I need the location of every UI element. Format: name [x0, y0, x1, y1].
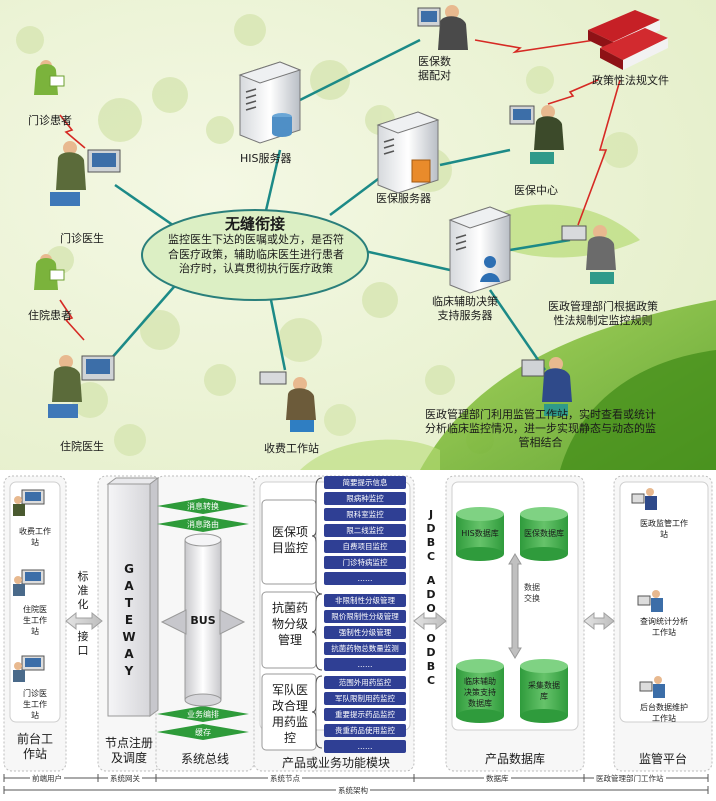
- connector-letter: D: [426, 588, 436, 601]
- diamond-message-convert: 消息转换: [187, 502, 219, 511]
- bus-label: BUS: [190, 614, 216, 627]
- connector-letter: O: [426, 632, 436, 645]
- architecture-graphic: [3, 475, 713, 794]
- label-policy-docs: 政策性法规文件: [592, 74, 669, 87]
- footer-nodes: 系统节点: [268, 773, 302, 784]
- db-insurance: 医保数据库: [524, 529, 564, 538]
- label-insurance-data-match: 医保数 据配对: [418, 55, 451, 82]
- module-item: 贵重药品使用监控: [324, 724, 406, 737]
- module-group-title: 医保项 目监控: [271, 525, 308, 555]
- label-admin-monitor: 医政管理部门利用监管工作站，实时查看或统计 分析临床监控情况，进一步实现静态与动…: [425, 408, 656, 449]
- db-exchange-label: 数据 交换: [524, 583, 540, 603]
- platform-station-icons: [631, 488, 665, 698]
- gateway-letter: Y: [124, 664, 134, 678]
- module-group-title: 抗菌药 物分级 管理: [271, 601, 308, 647]
- module-item: 强制性分级管理: [324, 626, 406, 639]
- module-item: 限价限制性分级管理: [324, 610, 406, 623]
- label-his-server: HIS服务器: [240, 152, 292, 165]
- footer-overall: 系统架构: [336, 785, 370, 796]
- platform-station-2: 查询统计分析 工作站: [640, 617, 688, 637]
- architecture-diagram: 收费工作 站 住院医 生工作 站 门诊医 生工作 站 前台工 作站 标 准 化 …: [0, 470, 716, 801]
- modules-title: 产品或业务功能模块: [281, 756, 390, 770]
- label-clinical-server: 临床辅助决策 支持服务器: [432, 295, 498, 322]
- module-item: 重要提示药品监控: [324, 708, 406, 721]
- db-clinical: 临床辅助 决策支持 数据库: [464, 677, 496, 708]
- gateway-letter: E: [124, 613, 134, 627]
- module-item: 自费项目监控: [324, 540, 406, 553]
- label-inpatient-doctor: 住院医生: [60, 440, 104, 453]
- center-title: 无缝衔接: [224, 215, 285, 233]
- connector-letter: B: [426, 536, 436, 549]
- gateway-letter: G: [124, 562, 134, 576]
- clinical-server-icon: [448, 206, 512, 294]
- module-item: 范围外用药监控: [324, 676, 406, 689]
- connector-letter: D: [426, 522, 436, 535]
- label-outpatient-doctor: 门诊医生: [60, 232, 104, 245]
- diamond-message-route: 消息路由: [187, 520, 219, 529]
- footer-frontend: 前端用户: [30, 773, 64, 784]
- module-item: 限科室监控: [324, 508, 406, 521]
- module-item: ……: [324, 740, 406, 753]
- his-server-icon: [238, 61, 302, 144]
- platform-title: 监管平台: [638, 752, 687, 766]
- gateway-letter: A: [124, 579, 134, 593]
- std-interface-char-4: 接: [77, 630, 89, 643]
- network-diagram-graphic: [0, 0, 716, 470]
- module-item: 限病种监控: [324, 492, 406, 505]
- label-billing-station: 收费工作站: [264, 442, 319, 455]
- connector-letter: D: [426, 646, 436, 659]
- db-his: HIS数据库: [461, 529, 499, 538]
- connector-letter: O: [426, 602, 436, 615]
- footer-gateway: 系统网关: [108, 773, 142, 784]
- footer-admin: 医政管理部门工作站: [594, 773, 666, 784]
- policy-books-icon: [588, 10, 668, 70]
- bus-title: 系统总线: [180, 752, 229, 766]
- frontend-station-icons: [13, 489, 45, 682]
- gateway-title: 节点注册 及调度: [104, 736, 153, 765]
- label-inpatient-patient: 住院患者: [28, 309, 72, 322]
- frontend-station-3: 门诊医 生工作 站: [23, 689, 47, 720]
- frontend-title: 前台工 作站: [16, 732, 53, 761]
- module-item: ……: [324, 658, 406, 671]
- gateway-letter: A: [124, 647, 134, 661]
- platform-station-3: 后台数据维护 工作站: [640, 703, 688, 723]
- frontend-station-2: 住院医 生工作 站: [23, 605, 47, 636]
- db-collect: 采集数据 库: [528, 681, 560, 701]
- std-interface-char-3: 化: [77, 598, 89, 611]
- module-item: ……: [324, 572, 406, 585]
- diamond-orchestration: 业务编排: [187, 710, 219, 719]
- module-item: 非限制性分级管理: [324, 594, 406, 607]
- top-illustration: 无缝衔接 监控医生下达的医嘱或处方，是否符合医疗政策，辅助临床医生进行患者治疗时…: [0, 0, 716, 470]
- std-interface-char-2: 准: [77, 584, 89, 597]
- diamond-cache: 缓存: [195, 728, 211, 737]
- connector-letter: C: [426, 550, 436, 563]
- connector-letter: A: [426, 574, 436, 587]
- insurance-server-icon: [376, 111, 440, 194]
- std-interface-char-1: 标: [77, 570, 89, 583]
- connector-letter: B: [426, 660, 436, 673]
- platform-station-1: 医政监管工作 站: [640, 519, 688, 539]
- module-item: 限二线监控: [324, 524, 406, 537]
- module-item: 门诊特病监控: [324, 556, 406, 569]
- gateway-letter: T: [124, 596, 134, 610]
- gateway-letter: W: [122, 630, 136, 644]
- std-interface-char-5: 口: [77, 644, 89, 657]
- connector-letter: C: [426, 674, 436, 687]
- module-item: 抗菌药物总数量监测: [324, 642, 406, 655]
- label-admin-rules: 医政管理部门根据政策 性法规制定监控规则: [548, 300, 658, 327]
- people-figures: [34, 5, 616, 432]
- module-item: 简要提示信息: [324, 476, 406, 489]
- database-title: 产品数据库: [484, 752, 545, 766]
- label-insurance-server: 医保服务器: [376, 192, 431, 205]
- module-group-title: 军队医 改合理 用药监 控: [271, 683, 308, 745]
- footer-database: 数据库: [484, 773, 511, 784]
- connector-letter: J: [428, 508, 434, 521]
- module-item: 军队限制用药监控: [324, 692, 406, 705]
- center-body: 监控医生下达的医嘱或处方，是否符合医疗政策，辅助临床医生进行患者治疗时，认真贯彻…: [168, 233, 344, 275]
- label-outpatient-patient: 门诊患者: [28, 114, 72, 127]
- label-insurance-center: 医保中心: [514, 184, 558, 197]
- frontend-station-1: 收费工作 站: [19, 527, 51, 547]
